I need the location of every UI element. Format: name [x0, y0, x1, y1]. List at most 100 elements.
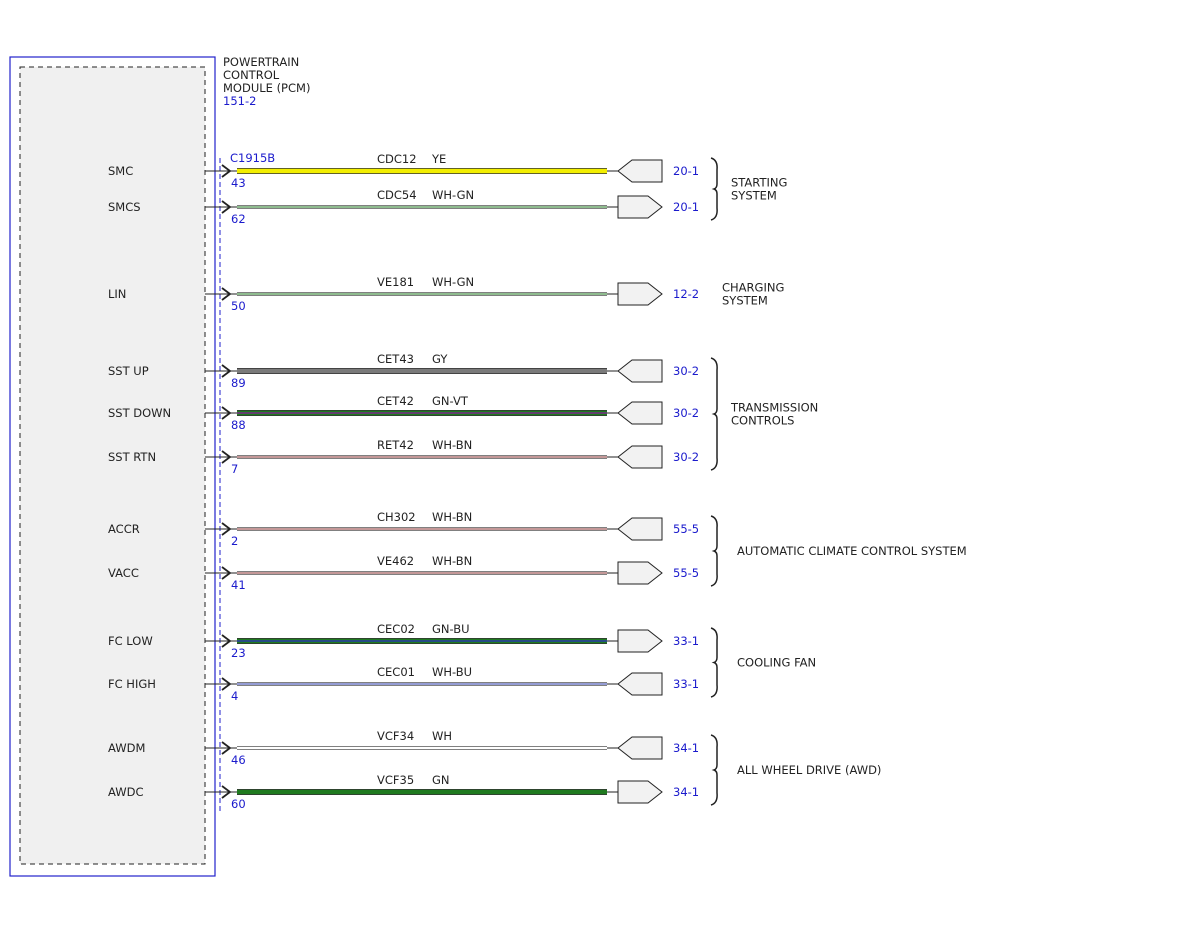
pin-number: 2	[231, 534, 238, 548]
pin-number: 23	[231, 646, 246, 660]
group-label: SYSTEM	[731, 189, 777, 203]
page-reference: 33-1	[673, 634, 699, 648]
terminal-connector	[617, 359, 663, 383]
wire-color-label: WH-GN	[432, 188, 474, 202]
wire-color-label: GN-BU	[432, 622, 470, 636]
wire-color-label: GY	[432, 352, 448, 366]
page-reference: 12-2	[673, 287, 699, 301]
terminal-connector	[617, 401, 663, 425]
group-3: AUTOMATIC CLIMATE CONTROL SYSTEM	[710, 515, 967, 587]
wire-color-label: WH-BU	[432, 665, 472, 679]
wire-color-label: WH-GN	[432, 275, 474, 289]
group-label: CONTROLS	[731, 414, 794, 428]
pin-number: 43	[231, 176, 246, 190]
page-reference: 20-1	[673, 164, 699, 178]
group-brace	[710, 627, 718, 698]
pin-number: 46	[231, 753, 246, 767]
terminal-connector	[617, 195, 663, 219]
circuit-label: CDC12	[377, 152, 417, 166]
group-brace	[710, 734, 718, 806]
wire-color-label: WH	[432, 729, 452, 743]
group-4: COOLING FAN	[710, 627, 816, 698]
wire-color-label: GN-VT	[432, 394, 469, 408]
signal-label: FC LOW	[108, 634, 153, 648]
terminal-connector	[617, 445, 663, 469]
terminal-connector	[617, 282, 663, 306]
pcm-title-line-3: MODULE (PCM)	[223, 81, 310, 95]
terminal-connector	[617, 736, 663, 760]
signal-label: AWDC	[108, 785, 144, 799]
wire-color-label: YE	[431, 152, 446, 166]
pin-number: 7	[231, 462, 238, 476]
pcm-title-line-2: CONTROL	[223, 68, 280, 82]
circuit-label: CEC01	[377, 665, 415, 679]
circuit-label: VE181	[377, 275, 414, 289]
wire-color-label: WH-BN	[432, 438, 472, 452]
page-reference: 34-1	[673, 741, 699, 755]
page-reference: 20-1	[673, 200, 699, 214]
pin-number: 41	[231, 578, 246, 592]
group-label: AUTOMATIC CLIMATE CONTROL SYSTEM	[737, 544, 967, 558]
pin-arrow	[221, 164, 232, 178]
page-reference: 34-1	[673, 785, 699, 799]
group-brace	[710, 157, 718, 221]
pin-arrow	[221, 287, 232, 301]
circuit-label: CH302	[377, 510, 416, 524]
pin-number: 62	[231, 212, 246, 226]
page-reference: 30-2	[673, 364, 699, 378]
group-brace	[710, 357, 718, 471]
group-label: CHARGING	[722, 281, 784, 295]
terminal-connector	[617, 780, 663, 804]
pcm-title-line-1: POWERTRAIN	[223, 55, 299, 69]
circuit-label: CEC02	[377, 622, 415, 636]
pin-number: 88	[231, 418, 246, 432]
circuit-label: CDC54	[377, 188, 417, 202]
group-label: SYSTEM	[722, 294, 768, 308]
pin-number: 89	[231, 376, 246, 390]
pin-arrow	[221, 566, 232, 580]
page-reference: 33-1	[673, 677, 699, 691]
wire-row-smcs: SMCS 62 CDC54 WH-GN 20-1	[108, 188, 699, 226]
wire-row-fc-low: FC LOW 23 CEC02 GN-BU 33-1	[108, 622, 699, 660]
connector-id: C1915B	[230, 151, 275, 165]
signal-label: ACCR	[108, 522, 140, 536]
pin-arrow	[221, 450, 232, 464]
wire-color-label: WH-BN	[432, 554, 472, 568]
pin-arrow	[221, 364, 232, 378]
circuit-label: CET43	[377, 352, 414, 366]
pcm-module-inner	[19, 66, 206, 865]
signal-label: LIN	[108, 287, 126, 301]
signal-label: FC HIGH	[108, 677, 156, 691]
circuit-label: VCF35	[377, 773, 414, 787]
pin-number: 4	[231, 689, 238, 703]
circuit-label: CET42	[377, 394, 414, 408]
group-label: STARTING	[731, 176, 787, 190]
signal-label: AWDM	[108, 741, 145, 755]
signal-label: SMCS	[108, 200, 141, 214]
pin-arrow	[221, 200, 232, 214]
wire-color-label: GN	[432, 773, 450, 787]
signal-label: SST UP	[108, 364, 149, 378]
terminal-connector	[617, 561, 663, 585]
pin-arrow	[221, 677, 232, 691]
pin-arrow	[221, 785, 232, 799]
pin-number: 50	[231, 299, 246, 313]
terminal-connector	[617, 629, 663, 653]
page-reference: 55-5	[673, 566, 699, 580]
terminal-connector	[617, 517, 663, 541]
page-reference: 30-2	[673, 450, 699, 464]
wire-row-sst-up: SST UP 89 CET43 GY 30-2	[108, 352, 699, 390]
terminal-connector	[617, 159, 663, 183]
signal-label: SST DOWN	[108, 406, 171, 420]
group-label: ALL WHEEL DRIVE (AWD)	[737, 763, 881, 777]
signal-label: SMC	[108, 164, 133, 178]
pin-arrow	[221, 741, 232, 755]
group-label: TRANSMISSION	[730, 401, 818, 415]
